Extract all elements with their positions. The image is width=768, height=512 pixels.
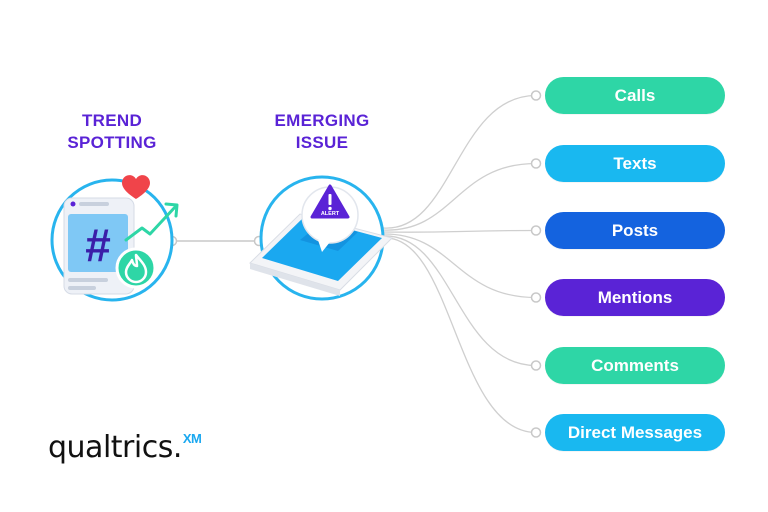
channel-connector-dot — [530, 360, 542, 371]
logo-xm-mark: XM — [182, 431, 202, 446]
issue-heading-line2: ISSUE — [295, 133, 349, 152]
channel-mentions: Mentions — [545, 279, 725, 316]
trend-spotting-heading: TREND SPOTTING — [52, 110, 172, 154]
alert-exclamation-dot — [328, 206, 332, 211]
trend-spotting-illustration: # — [50, 175, 179, 302]
channel-connector-dot — [530, 427, 542, 438]
trend-heading-line1: TREND — [81, 111, 143, 130]
fire-icon — [124, 253, 148, 284]
channel-direct-messages: Direct Messages — [545, 414, 725, 451]
alert-bubble-tail — [318, 240, 330, 252]
emerging-issue-heading: EMERGING ISSUE — [262, 110, 382, 154]
hashtag-icon: # — [85, 219, 111, 271]
channel-posts: Posts — [545, 212, 725, 249]
logo-wordmark: qualtrics. — [48, 430, 182, 465]
hashtag-screen — [68, 214, 128, 272]
alert-exclamation — [328, 194, 332, 205]
channel-connector-dot — [530, 225, 542, 236]
trend-heading-line2: SPOTTING — [67, 133, 157, 152]
connector-curve — [382, 94, 537, 229]
channel-comments: Comments — [545, 347, 725, 384]
channel-connector-dots — [530, 90, 542, 438]
qualtrics-logo: qualtrics.XM — [48, 430, 202, 465]
alert-label: ALERT — [321, 211, 340, 217]
channel-connector-dot — [530, 90, 542, 101]
trend-arrowhead — [164, 202, 179, 218]
emerging-issue-illustration: ALERT — [249, 175, 393, 301]
connector-curve — [382, 162, 537, 231]
connector-curve — [382, 237, 537, 434]
fan-out-curves — [382, 94, 537, 434]
channel-connector-dot — [530, 292, 542, 303]
phone-bar — [79, 202, 109, 206]
channel-calls: Calls — [545, 77, 725, 114]
connector-curve — [382, 235, 537, 367]
trend-arrow-icon — [124, 204, 178, 242]
phone-dot — [70, 201, 76, 207]
phone-line-1 — [68, 278, 108, 282]
issue-heading-line1: EMERGING — [274, 111, 370, 130]
connector-curve — [382, 229, 537, 233]
channel-texts: Texts — [545, 145, 725, 182]
heart-icon — [122, 175, 150, 199]
phone-line-2 — [68, 286, 96, 290]
channel-connector-dot — [530, 158, 542, 169]
phone-edge — [250, 263, 340, 296]
connector-curve — [382, 233, 537, 299]
